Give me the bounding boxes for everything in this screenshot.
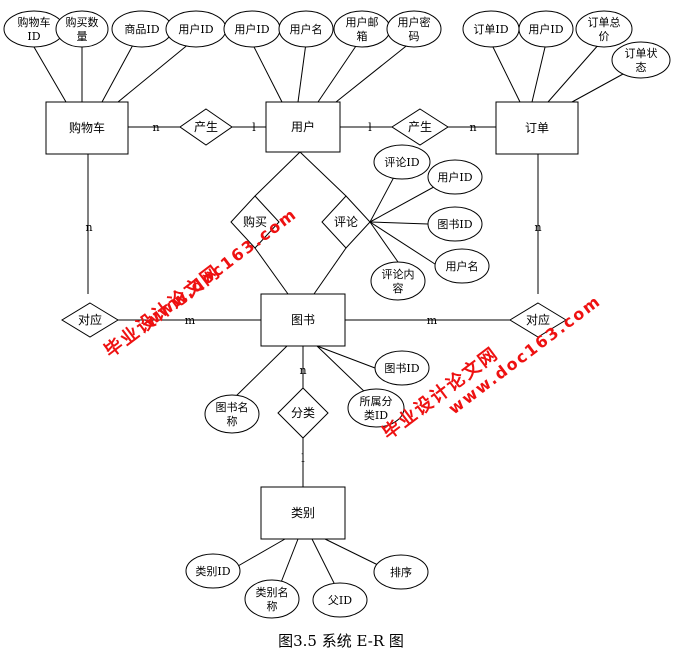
attribute-ellipses (3, 10, 671, 619)
er-diagram: 购物车 用户 订单 图书 类别 产生 产生 购买 评论 对应 对应 分类 购物车… (3, 10, 671, 619)
entity-boxes (45, 101, 579, 540)
relation-produce-cart-label: 产生 (194, 120, 218, 134)
relation-buy-label: 购买 (243, 214, 267, 229)
relation-produce-cart (179, 108, 233, 146)
attr-order-id: 订单ID (473, 23, 508, 36)
entity-user (265, 101, 341, 153)
relation-correspond-left (61, 302, 119, 338)
card-correspond-order: n (534, 221, 541, 234)
card-cart-produce: n (152, 121, 159, 134)
relation-correspond-right (509, 302, 567, 338)
attr-review-id: 评论ID (384, 155, 419, 169)
entity-cart-label: 购物车 (69, 120, 105, 135)
attr-review-user-id: 用户ID (437, 170, 472, 184)
entity-user-label: 用户 (291, 119, 315, 134)
entity-category (260, 486, 346, 540)
card-cart-correspond: n (85, 221, 92, 234)
relation-produce-order-label: 产生 (408, 120, 432, 134)
attr-user-name: 用户名 (290, 22, 323, 36)
card-book-classify: n (299, 364, 306, 377)
entity-book (260, 293, 346, 347)
attr-user-email: 用户邮箱 (346, 15, 379, 43)
attr-user-password: 用户密码 (398, 15, 431, 43)
relation-correspond-right-label: 对应 (526, 312, 550, 327)
attr-cart-quantity: 购买数量 (66, 15, 99, 43)
attr-book-category-id: 所属分类ID (360, 395, 393, 422)
watermark-brand-top: 毕业设计论文网 (100, 260, 225, 362)
attr-review-book-id: 图书ID (437, 218, 472, 231)
entity-cart (45, 101, 129, 155)
attr-cart-user-id: 用户ID (178, 22, 213, 36)
watermark-site-bottom: www.doc163.com (445, 291, 605, 418)
entity-book-label: 图书 (291, 313, 315, 327)
attr-review-content: 评论内容 (382, 267, 415, 295)
card-classify-category: l (301, 452, 305, 465)
card-produce-order: n (469, 121, 476, 134)
attr-book-id: 图书ID (384, 362, 419, 375)
attr-cart-product-id: 商品ID (124, 22, 159, 36)
attr-category-id: 类别ID (195, 564, 230, 578)
relation-produce-order (391, 108, 449, 146)
entity-labels: 购物车 用户 订单 图书 类别 (69, 119, 549, 520)
relation-review-label: 评论 (334, 215, 358, 229)
entity-category-label: 类别 (291, 506, 315, 520)
attr-order-total: 订单总价 (588, 15, 621, 43)
card-book-correspond: m (427, 314, 438, 327)
relation-buy (230, 195, 280, 249)
attr-category-parent-id: 父ID (328, 594, 352, 607)
cardinality-labels: n l l n n m m n n l (85, 121, 541, 465)
figure-caption: 图3.5 系统 E-R 图 (278, 632, 404, 650)
attr-order-user-id: 用户ID (528, 22, 563, 36)
attr-order-status: 订单状态 (625, 46, 658, 74)
card-correspond-book: m (185, 314, 196, 327)
entity-order (495, 101, 579, 155)
attr-category-sort: 排序 (390, 565, 412, 579)
attr-category-name: 类别名称 (256, 585, 289, 613)
entity-order-label: 订单 (525, 121, 549, 135)
relation-correspond-left-label: 对应 (78, 312, 102, 327)
relation-review (321, 195, 371, 249)
relationship-labels: 产生 产生 购买 评论 对应 对应 分类 (78, 120, 550, 420)
relationship-diamonds (61, 108, 567, 439)
card-produce-user: l (252, 121, 256, 134)
relation-classify (277, 387, 329, 439)
card-user-produce: l (368, 121, 372, 134)
attr-user-id: 用户ID (234, 22, 269, 36)
attr-book-name: 图书名称 (216, 400, 249, 428)
attr-review-user-name: 用户名 (446, 259, 479, 273)
relation-classify-label: 分类 (291, 406, 315, 420)
